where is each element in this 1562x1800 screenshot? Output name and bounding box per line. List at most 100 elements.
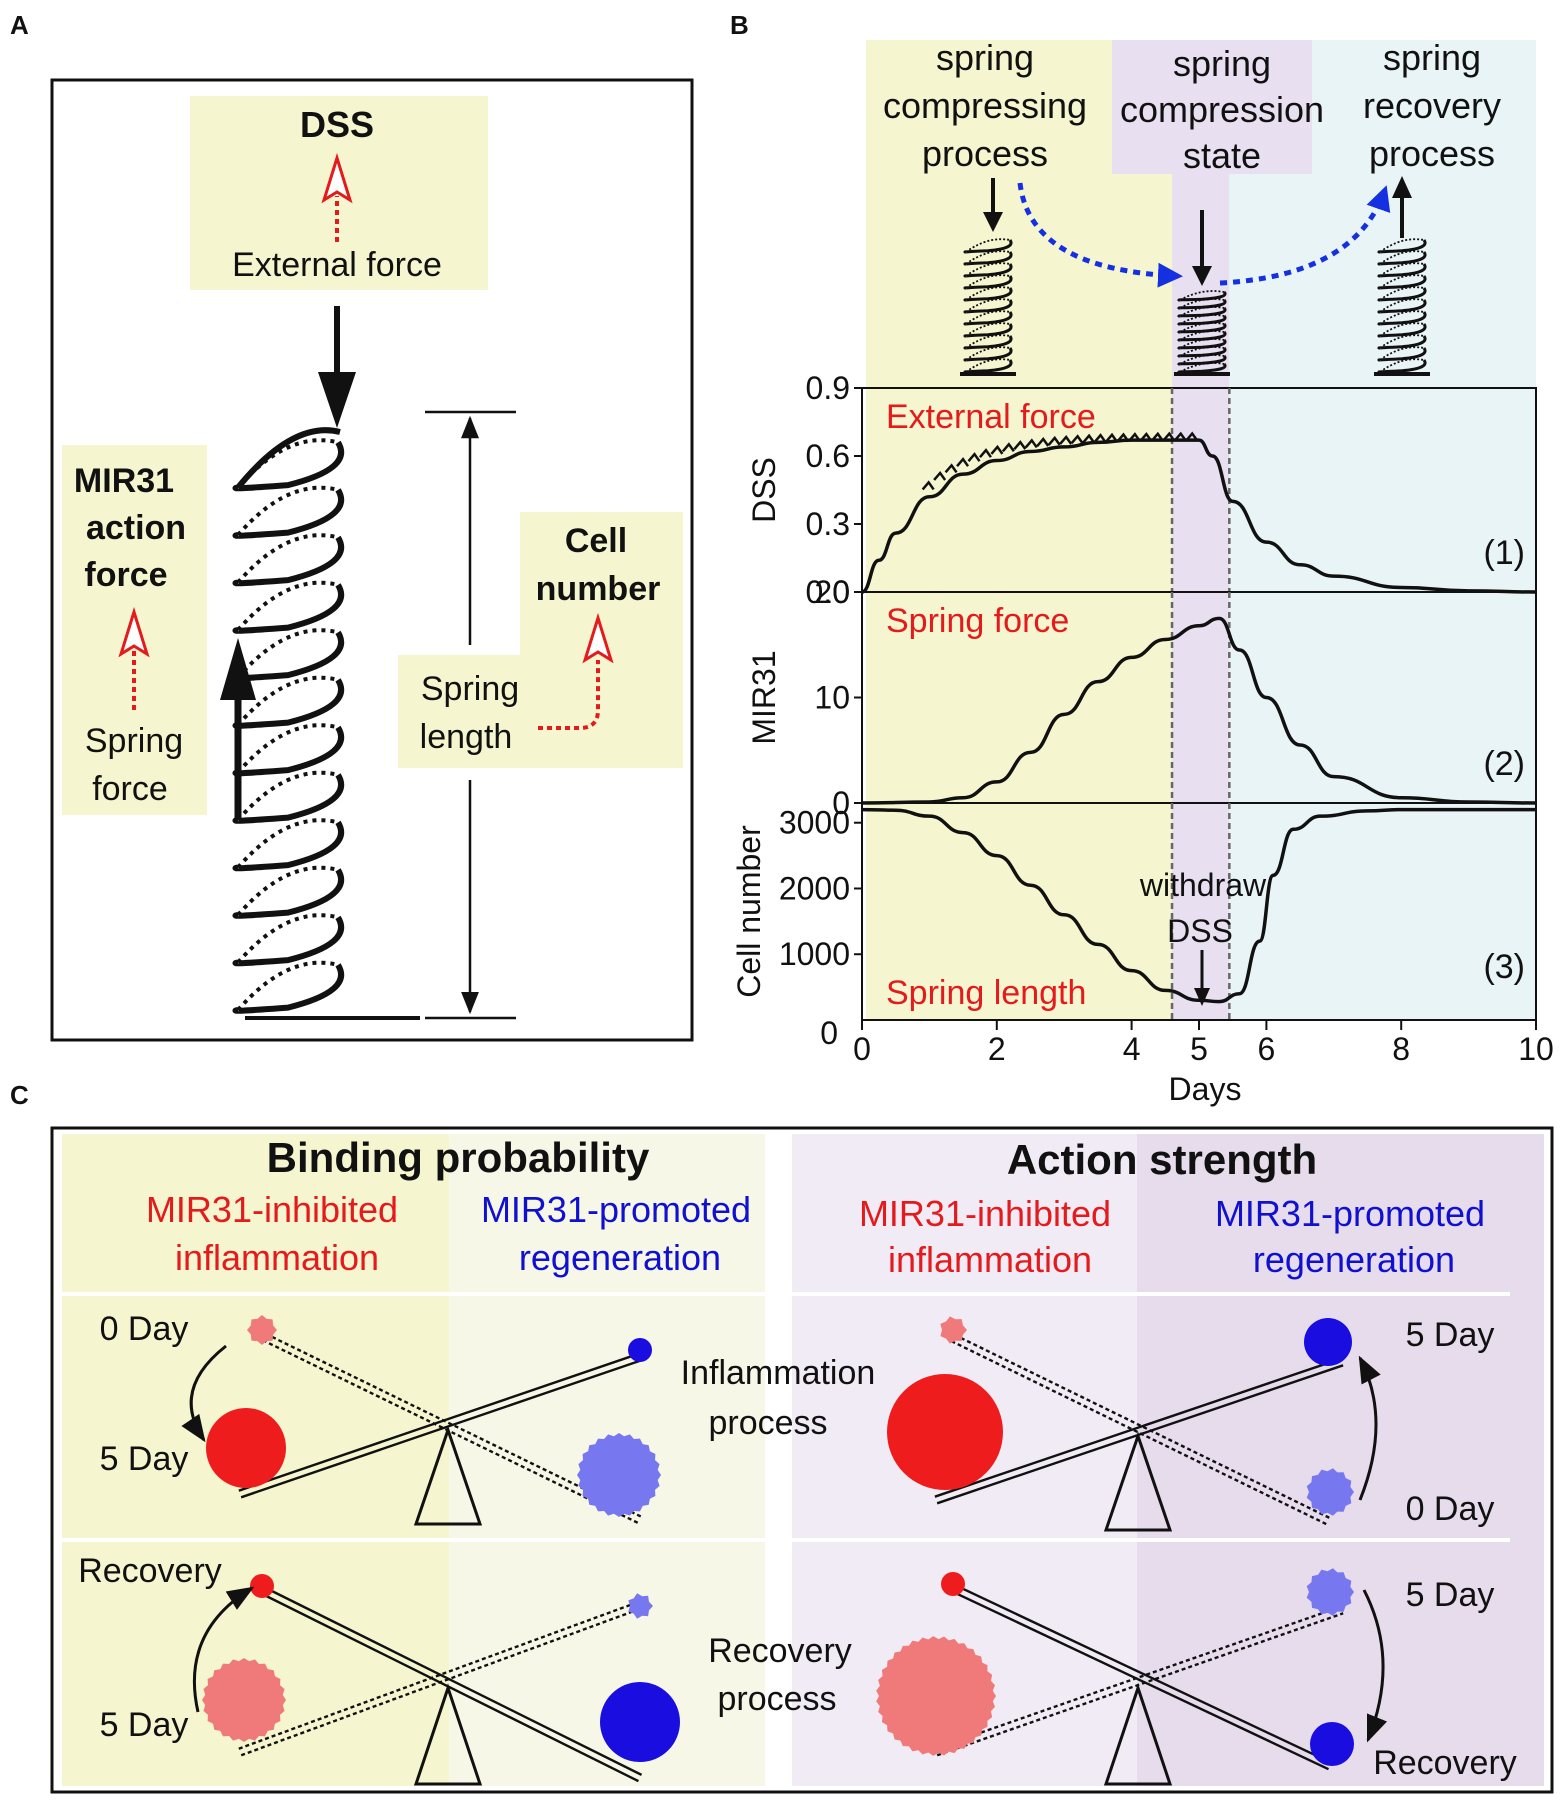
mini-spring-front bbox=[1377, 347, 1427, 362]
y-tick-label: 2000 bbox=[779, 870, 850, 906]
y-axis-label: DSS bbox=[746, 457, 782, 523]
label-5-day: 5 Day bbox=[1406, 1316, 1495, 1354]
red-up-arrow-icon bbox=[321, 152, 353, 242]
mini-spring-front bbox=[1177, 314, 1227, 326]
phase-springs bbox=[960, 176, 1430, 376]
label-5-day: 5 Day bbox=[100, 1440, 189, 1478]
dss-title: DSS bbox=[300, 104, 374, 145]
mini-spring-front bbox=[963, 359, 1013, 374]
mini-spring-front bbox=[963, 347, 1013, 362]
mini-spring-front bbox=[963, 251, 1013, 266]
mini-spring-front bbox=[1377, 275, 1427, 290]
mini-spring-back bbox=[1379, 286, 1425, 301]
mir31-line1: MIR31 bbox=[74, 462, 174, 500]
mini-spring-back bbox=[1379, 298, 1425, 313]
seesaw-beam bbox=[240, 1606, 645, 1757]
spring-top-hook bbox=[235, 427, 341, 490]
inhibited-line2: inflammation bbox=[888, 1239, 1092, 1280]
mini-spring-front bbox=[963, 263, 1013, 278]
spring-force-line2: force bbox=[92, 770, 168, 808]
mini-spring-back bbox=[1179, 338, 1225, 349]
mir31-line3: force bbox=[84, 556, 167, 594]
spring-front-segment bbox=[232, 535, 345, 587]
promoted-line2: regeneration bbox=[519, 1237, 721, 1278]
external-force-label: External force bbox=[232, 246, 442, 284]
mini-spring-back bbox=[1379, 274, 1425, 289]
plot-tag: (1) bbox=[1483, 534, 1525, 572]
mini-spring-back bbox=[1379, 358, 1425, 373]
plot-tag: (2) bbox=[1483, 745, 1525, 783]
x-tick-label: 5 bbox=[1190, 1031, 1208, 1067]
seesaw-beam bbox=[240, 1358, 645, 1499]
blue-curved-arrow-icon bbox=[1017, 182, 1183, 288]
mini-spring-back bbox=[1179, 346, 1225, 357]
down-arrow-icon bbox=[318, 306, 356, 428]
spring-front-segment bbox=[232, 963, 345, 1014]
action-strength-title: Action strength bbox=[1007, 1136, 1317, 1183]
withdraw-arrow-icon bbox=[1194, 988, 1210, 1006]
x-tick-label: 8 bbox=[1392, 1031, 1410, 1067]
spring-back-segment bbox=[236, 723, 339, 774]
spring-back-segment bbox=[236, 913, 339, 964]
panel-label-b: B bbox=[730, 10, 749, 40]
cell-line2: number bbox=[536, 570, 661, 608]
mini-spring-back bbox=[965, 274, 1011, 289]
weight-ball bbox=[250, 1574, 274, 1598]
binding-probability-title: Binding probability bbox=[267, 1134, 650, 1181]
mini-spring-front bbox=[1177, 354, 1227, 366]
label-recovery: Recovery bbox=[78, 1552, 222, 1590]
plot-tag: (3) bbox=[1483, 948, 1525, 986]
spring-back-segment bbox=[236, 580, 339, 632]
fulcrum-triangle bbox=[1103, 1683, 1173, 1786]
weight-ball bbox=[600, 1682, 680, 1762]
seesaw-beam bbox=[936, 1612, 1344, 1757]
mini-spring-front bbox=[963, 335, 1013, 350]
mini-spring-front bbox=[1177, 306, 1227, 318]
seesaw-beam bbox=[259, 1329, 643, 1518]
mini-spring-front bbox=[1177, 362, 1227, 374]
y-axis-label: MIR31 bbox=[746, 650, 782, 744]
mini-spring-front bbox=[963, 239, 1013, 254]
y-tick-label: 20 bbox=[814, 574, 850, 610]
spring-back-segment bbox=[236, 818, 339, 869]
spring-front-segment bbox=[232, 915, 345, 967]
mini-spring-front bbox=[1177, 298, 1227, 310]
weight-ball bbox=[1310, 1722, 1354, 1766]
band-compressing bbox=[866, 40, 1173, 1020]
y-tick-label: 0.9 bbox=[806, 370, 850, 406]
mini-spring-back bbox=[1379, 310, 1425, 325]
weight-ball bbox=[887, 1374, 1003, 1490]
phase-header-text: spring bbox=[1173, 43, 1271, 84]
spring-length-line1: Spring bbox=[421, 670, 519, 708]
spring-force-line1: Spring bbox=[85, 722, 183, 760]
down-arrow-icon bbox=[983, 212, 1003, 232]
weight-ball bbox=[206, 1408, 286, 1488]
weight-ball bbox=[1306, 1468, 1354, 1516]
promoted-line1: MIR31-promoted bbox=[481, 1189, 751, 1230]
weight-ball bbox=[628, 1593, 653, 1619]
weight-ball bbox=[1306, 1568, 1354, 1616]
mini-spring-front bbox=[1377, 335, 1427, 350]
spring-back-segment bbox=[236, 770, 339, 822]
inflammation-process-line1: Inflammation bbox=[681, 1354, 876, 1392]
mini-spring-back bbox=[1179, 306, 1225, 317]
mini-spring-back bbox=[1379, 262, 1425, 277]
seesaw-beam bbox=[238, 1351, 643, 1492]
label-recovery: Recovery bbox=[1373, 1744, 1517, 1782]
spring-coil bbox=[232, 427, 345, 1014]
mini-spring-back bbox=[1179, 298, 1225, 309]
mini-spring-front bbox=[1377, 323, 1427, 338]
spring-back-segment bbox=[236, 865, 339, 917]
spring-back-segment bbox=[236, 675, 339, 727]
mini-spring-front bbox=[1377, 251, 1427, 266]
spring-back-segment bbox=[236, 628, 339, 679]
mini-spring-back bbox=[1179, 362, 1225, 373]
band-recovery bbox=[1229, 174, 1536, 1020]
weight-ball bbox=[577, 1433, 661, 1517]
y-tick-label: 10 bbox=[814, 680, 850, 716]
seesaw-beam bbox=[950, 1590, 1330, 1771]
phase-header: springcompressingprocessspringcompressio… bbox=[883, 37, 1501, 176]
mini-spring-back bbox=[965, 358, 1011, 373]
x-axis-label: Days bbox=[1169, 1071, 1242, 1107]
fulcrum-triangle bbox=[413, 1425, 483, 1526]
